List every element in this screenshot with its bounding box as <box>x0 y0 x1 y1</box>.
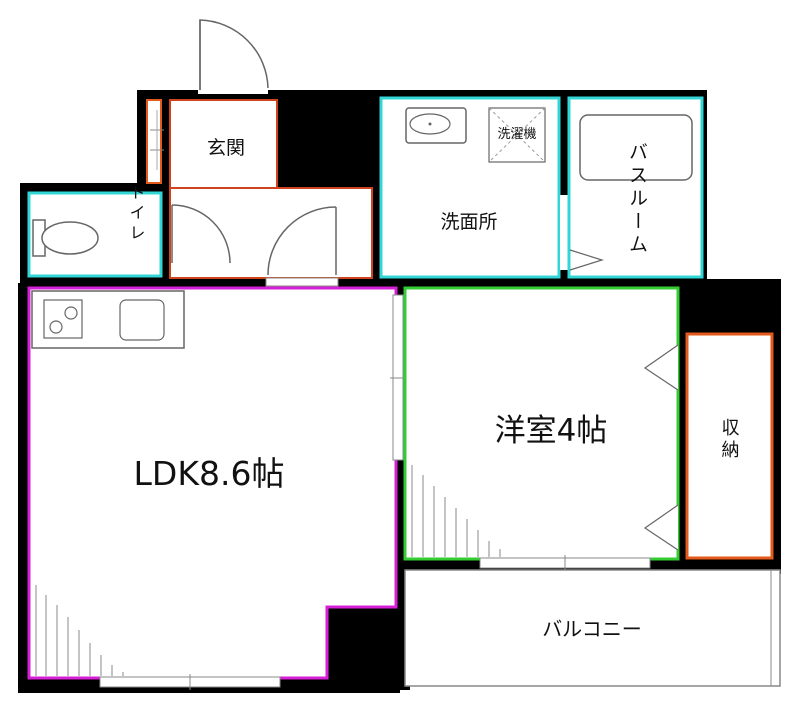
balcony <box>404 569 781 687</box>
washroom <box>379 96 572 279</box>
toilet-room <box>27 191 163 278</box>
western-room-label: 洋室4帖 <box>495 413 608 449</box>
ldk-label: LDK8.6帖 <box>134 454 285 493</box>
storage-room <box>685 332 774 560</box>
ldk-room <box>27 286 406 690</box>
washroom-label: 洗面所 <box>440 211 497 233</box>
storage-label: 収納 <box>719 418 740 462</box>
washing-machine-label: 洗濯機 <box>497 127 536 142</box>
bathroom-label: バスルーム <box>626 142 648 257</box>
front-door[interactable] <box>198 19 269 94</box>
western-window-lines <box>411 465 501 557</box>
ldk-door[interactable] <box>265 206 339 287</box>
western-room <box>403 286 680 572</box>
ldk-window-lines <box>35 585 124 676</box>
bathroom <box>567 96 704 279</box>
balcony-label: バルコニー <box>542 617 642 641</box>
toilet-door[interactable] <box>171 204 231 264</box>
entrance-label: 玄関 <box>207 137 245 159</box>
toilet-label: トイレ <box>127 184 146 244</box>
entrance-area <box>146 99 373 279</box>
